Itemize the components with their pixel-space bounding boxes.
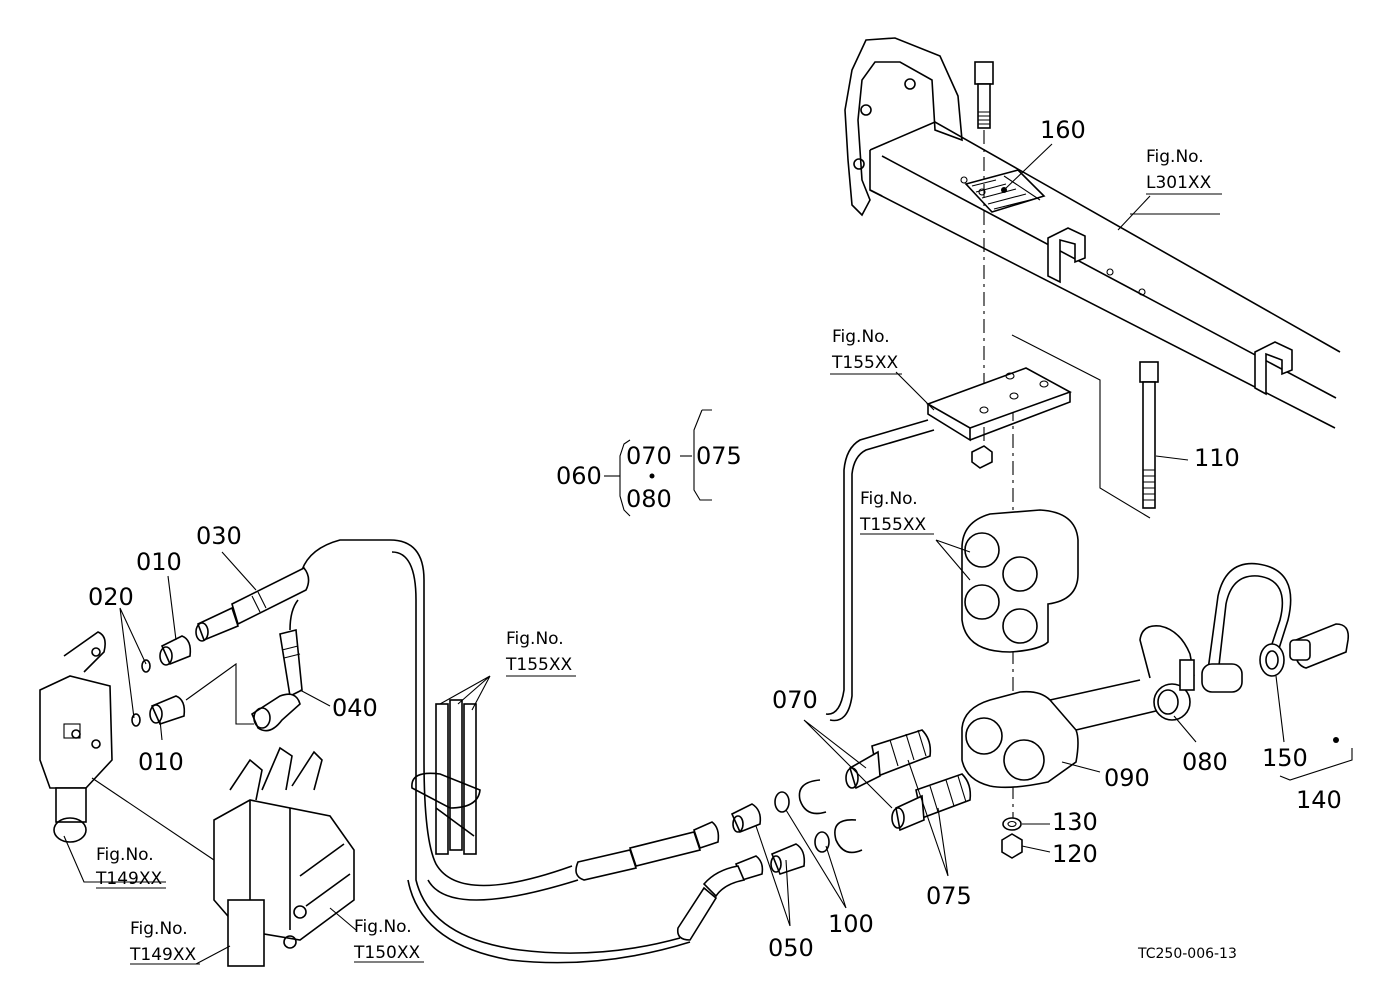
decal-160 bbox=[964, 169, 1046, 213]
label-120: 120 bbox=[1052, 840, 1098, 868]
label-160: 160 bbox=[1040, 116, 1086, 144]
bracket-140 bbox=[1279, 748, 1353, 781]
label-030: 030 bbox=[196, 522, 242, 550]
adapter-050-upper bbox=[730, 803, 762, 834]
rod-bent-inner bbox=[829, 429, 935, 722]
adapter-050-lower bbox=[770, 843, 806, 875]
washer-130 bbox=[1002, 817, 1022, 831]
snap-ring-upper bbox=[798, 779, 827, 815]
snap-ring-lower bbox=[834, 819, 863, 854]
coupler-075-upper bbox=[845, 729, 932, 790]
dust-cap-080 bbox=[1139, 624, 1195, 721]
o-ring-100-lower bbox=[814, 831, 830, 853]
figref-t155a-code: T155XX bbox=[831, 353, 898, 373]
figref-t149b-code: T149XX bbox=[129, 945, 196, 965]
label-010-upper: 010 bbox=[136, 548, 182, 576]
nut-plate bbox=[971, 445, 993, 469]
bolt-110-leader-path bbox=[1011, 334, 1151, 519]
label-040: 040 bbox=[332, 694, 378, 722]
figref-l301-caption: Fig.No. bbox=[1146, 147, 1204, 167]
figref-t149a-caption: Fig.No. bbox=[96, 845, 154, 865]
frame-beam bbox=[869, 121, 1341, 429]
figref-t155c-caption: Fig.No. bbox=[506, 629, 564, 649]
figref-t155a-caption: Fig.No. bbox=[832, 327, 890, 347]
clamp-block-4hole bbox=[961, 509, 1079, 653]
figref-l301-code: L301XX bbox=[1146, 173, 1212, 193]
figref-t149a-code: T149XX bbox=[95, 869, 162, 889]
point-140 bbox=[1333, 737, 1339, 743]
label-060: 060 bbox=[556, 462, 602, 490]
nut-120 bbox=[1001, 833, 1023, 859]
label-075-group: 075 bbox=[696, 442, 742, 470]
frame-bracket bbox=[844, 37, 963, 217]
figref-t150-code: T150XX bbox=[353, 943, 420, 963]
control-valve-left bbox=[39, 631, 113, 843]
label-080: 080 bbox=[1182, 748, 1228, 776]
hose-030 bbox=[195, 566, 310, 642]
hose-long-lower bbox=[391, 551, 681, 954]
hose-end-upper bbox=[575, 821, 720, 881]
label-010-lower: 010 bbox=[138, 748, 184, 776]
label-090: 090 bbox=[1104, 764, 1150, 792]
label-080-group: 080 bbox=[626, 485, 672, 513]
label-130: 130 bbox=[1052, 808, 1098, 836]
adapter-010-upper bbox=[159, 635, 192, 666]
hose-long-upper-edge bbox=[427, 879, 579, 901]
hose-end-lower bbox=[676, 855, 764, 941]
mounting-plate bbox=[926, 367, 1072, 442]
label-140: 140 bbox=[1296, 786, 1342, 814]
label-020: 020 bbox=[88, 583, 134, 611]
lock-shackle bbox=[1201, 562, 1292, 693]
leader-lines bbox=[63, 143, 1285, 965]
hose-long-lower-edge bbox=[407, 879, 691, 964]
bolt-110 bbox=[1139, 361, 1159, 509]
label-070: 070 bbox=[772, 686, 818, 714]
adapter-lower-leader bbox=[185, 662, 254, 725]
coupler-holder-090 bbox=[961, 679, 1161, 789]
hose-clamp-stack bbox=[411, 699, 481, 855]
adapter-010-lower bbox=[149, 695, 186, 725]
hose-long-upper bbox=[301, 539, 573, 887]
o-ring-100-upper bbox=[774, 791, 790, 813]
figref-t155b-code: T155XX bbox=[859, 515, 926, 535]
assembly-bracket bbox=[604, 409, 712, 517]
label-070-group: 070 bbox=[626, 442, 672, 470]
bolt-top bbox=[974, 61, 994, 129]
label-050: 050 bbox=[768, 934, 814, 962]
figref-t150-caption: Fig.No. bbox=[354, 917, 412, 937]
label-075: 075 bbox=[926, 882, 972, 910]
coupler-male-140 bbox=[1289, 623, 1350, 669]
ring-150 bbox=[1259, 643, 1285, 677]
label-100: 100 bbox=[828, 910, 874, 938]
o-ring-020-upper bbox=[141, 659, 151, 673]
rod-bent bbox=[825, 419, 929, 715]
hose-040-link bbox=[289, 599, 299, 631]
figref-t155b-caption: Fig.No. bbox=[860, 489, 918, 509]
label-110: 110 bbox=[1194, 444, 1240, 472]
coupler-075-lower bbox=[891, 773, 972, 832]
label-150: 150 bbox=[1262, 744, 1308, 772]
figref-t155c-code: T155XX bbox=[505, 655, 572, 675]
diagram-code: TC250-006-13 bbox=[1137, 946, 1237, 962]
figref-t149b-caption: Fig.No. bbox=[130, 919, 188, 939]
o-ring-020-lower bbox=[131, 713, 141, 727]
control-valve-right bbox=[213, 746, 355, 967]
hose-040 bbox=[250, 628, 303, 732]
